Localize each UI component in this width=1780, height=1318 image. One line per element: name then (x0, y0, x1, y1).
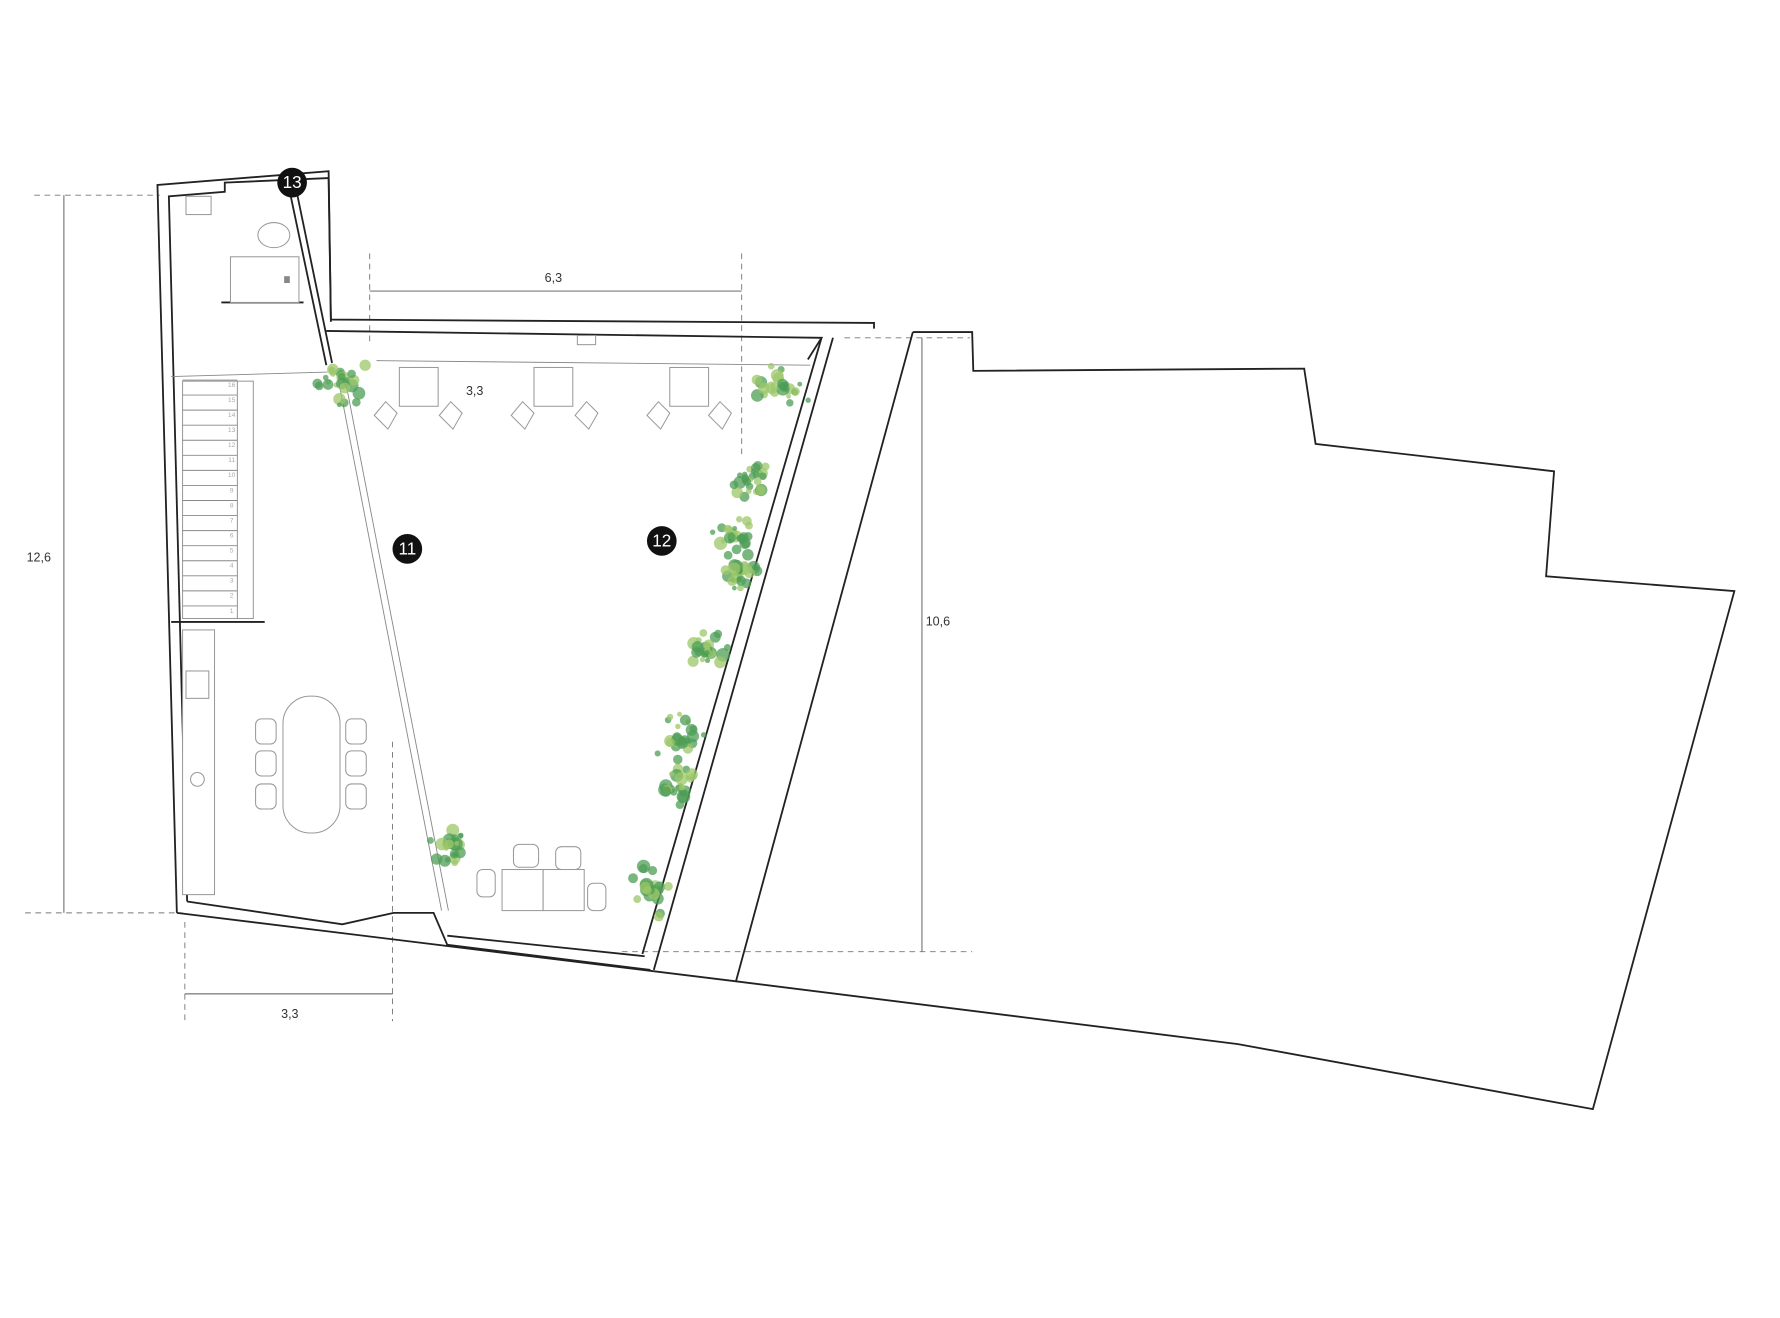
kitchen-dining (182, 629, 367, 896)
stair-step-number: 15 (228, 397, 236, 404)
courtyard-furniture (373, 366, 733, 912)
lounge-chair (373, 400, 398, 430)
stair-step-number: 8 (230, 502, 234, 509)
stair-step-number: 3 (230, 578, 234, 585)
room-tag-13: 13 (277, 167, 307, 198)
plant-icon (709, 516, 753, 560)
dimension-lines (25, 194, 973, 1022)
site-outline (176, 331, 1736, 1111)
plant-icon (720, 548, 763, 592)
stair-step-number: 13 (228, 427, 236, 434)
dimension-neighbor-depth: 10,6 (926, 614, 950, 628)
lounge-chair (438, 400, 463, 430)
bathroom (185, 195, 300, 303)
stair-step-number: 10 (228, 472, 236, 479)
dimension-total-depth: 12,6 (27, 550, 51, 564)
stair-step-number: 12 (228, 442, 236, 449)
dimension-courtyard-width: 6,3 (545, 271, 562, 285)
toilet-icon (257, 222, 291, 249)
stair-step-number: 9 (230, 487, 234, 494)
chair (345, 783, 367, 810)
stair-step-number: 6 (230, 532, 234, 539)
stair-step-number: 16 (228, 382, 236, 389)
stair-step-number: 7 (230, 517, 234, 524)
dimension-pergola-depth: 3,3 (466, 384, 483, 398)
stair-step-number: 4 (230, 563, 234, 570)
plant-icon (628, 859, 673, 922)
room-tag-12: 12 (646, 526, 677, 556)
plant-icon (687, 629, 731, 669)
room-tag-11: 11 (392, 534, 423, 564)
svg-text:13: 13 (283, 173, 302, 192)
chair (345, 750, 367, 777)
lounge-chair (707, 400, 733, 430)
stair-step-number: 14 (228, 412, 236, 419)
svg-text:11: 11 (398, 539, 416, 558)
stair-step-number: 1 (230, 608, 234, 615)
stair-step-number: 2 (230, 593, 234, 600)
plant-icon (658, 768, 698, 810)
chair (345, 718, 367, 745)
sink-icon (185, 195, 212, 216)
chair (255, 750, 277, 777)
stair-step-number: 11 (228, 457, 235, 464)
dimension-house-width: 3,3 (281, 1007, 298, 1021)
plant-icon (750, 362, 811, 407)
chair (255, 783, 277, 810)
kitchen-sink-icon (185, 670, 210, 699)
lounge-chair (574, 400, 599, 430)
plant-icon (654, 711, 707, 775)
plant-icon (729, 461, 770, 502)
planters (312, 359, 811, 922)
stair-step-number: 5 (230, 548, 234, 555)
lounge-chair (646, 400, 671, 430)
chair (255, 718, 277, 745)
dining-table (282, 695, 341, 834)
plant-icon (312, 359, 371, 408)
lounge-chair (510, 400, 535, 430)
plant-icon (426, 823, 466, 867)
svg-text:12: 12 (652, 531, 671, 550)
